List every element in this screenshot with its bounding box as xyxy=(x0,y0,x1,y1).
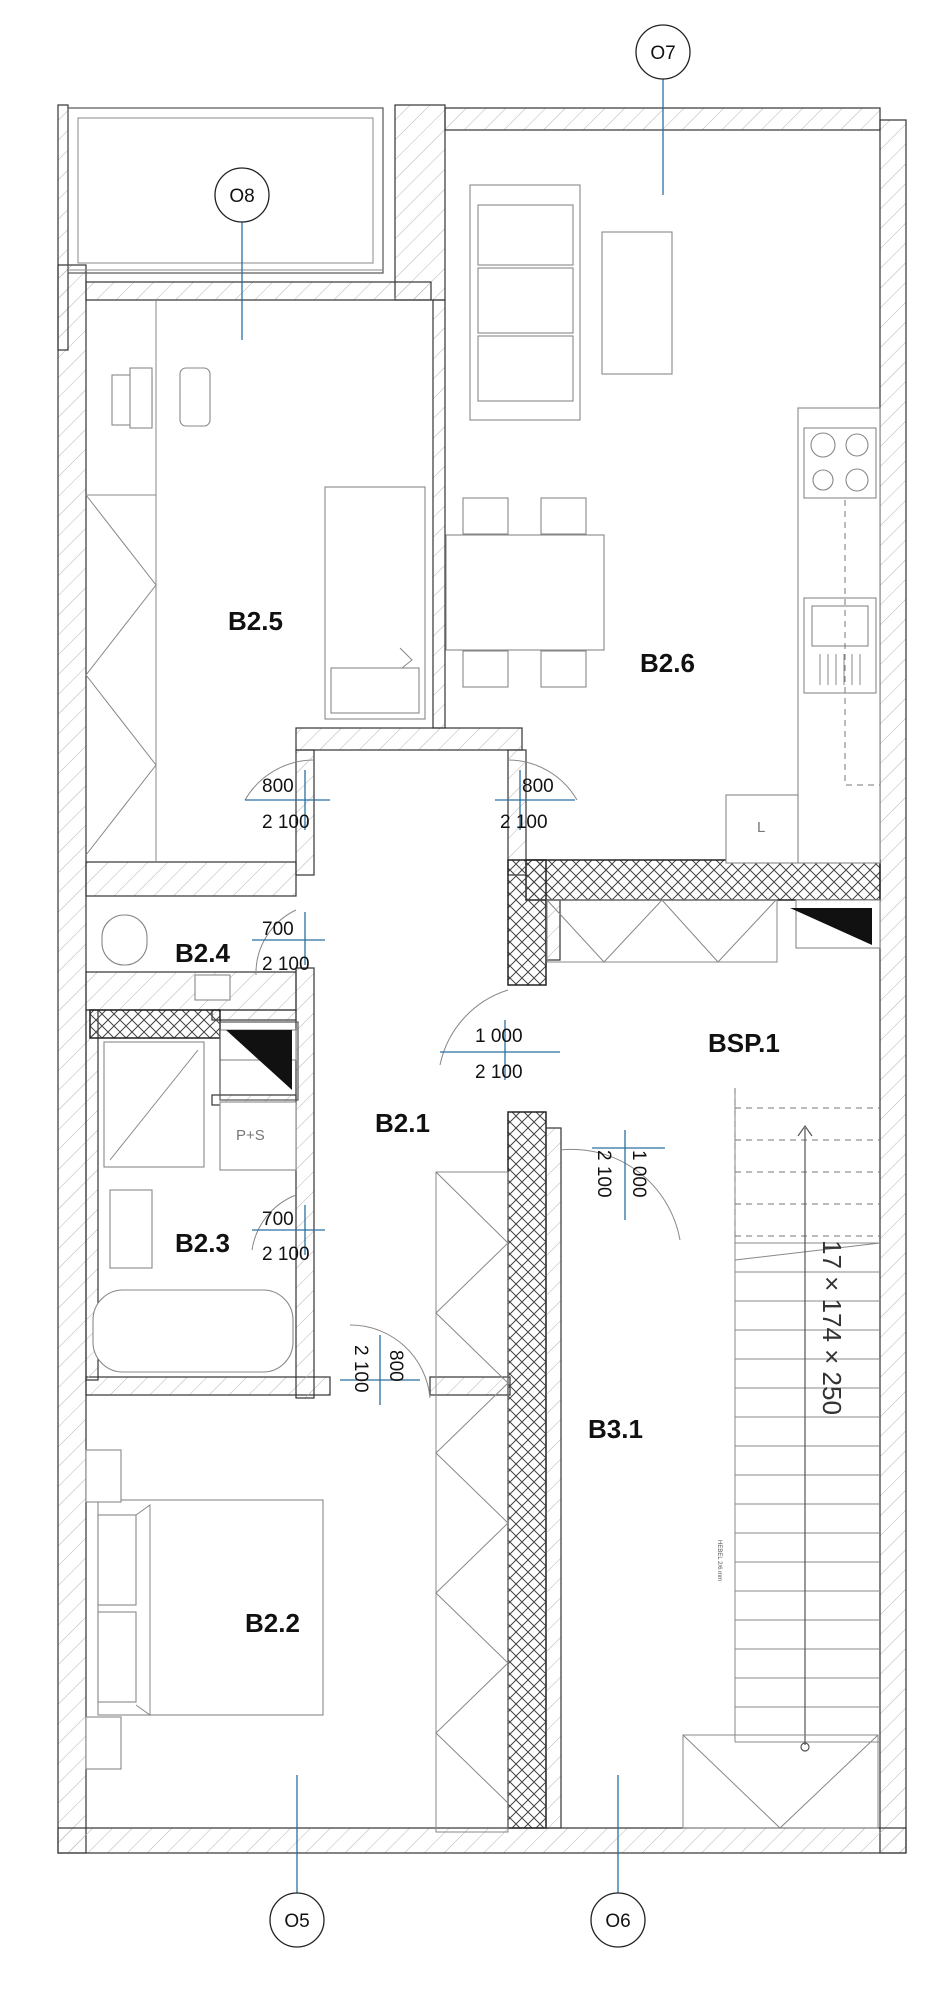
door-b2-3-height: 2 100 xyxy=(262,1244,310,1265)
door-stair-height: 2 100 xyxy=(593,1150,614,1198)
room-b2-2-furniture xyxy=(85,1449,324,1770)
door-swings xyxy=(244,759,681,1399)
hall-wardrobes xyxy=(435,1171,509,1833)
room-b2-5-furniture xyxy=(85,300,426,862)
tag-o8-label: O8 xyxy=(229,186,254,207)
room-b3-1-label: B3.1 xyxy=(588,1414,643,1444)
interior-walls xyxy=(85,299,881,1829)
room-b2-3-label: B2.3 xyxy=(175,1228,230,1258)
door-bsp-1-width: 1 000 xyxy=(475,1026,523,1047)
storage-bsp-1 xyxy=(546,899,778,963)
tag-o7-label: O7 xyxy=(650,43,675,64)
stair-note: HEBEL 2/6 mm xyxy=(716,1540,722,1581)
elevation-tag-o7: O7 xyxy=(635,24,691,195)
room-b2-1-label: B2.1 xyxy=(375,1108,430,1138)
room-b2-4-label: B2.4 xyxy=(175,938,230,968)
staircase-b3-1 xyxy=(682,1088,881,1829)
room-bsp-1-label: BSP.1 xyxy=(708,1028,780,1058)
elevation-tag-o6: O6 xyxy=(590,1775,646,1948)
door-b2-6-width: 800 xyxy=(522,776,554,797)
dimension-lines xyxy=(245,770,665,1405)
fridge-label: L xyxy=(757,819,765,836)
elevation-tag-o8: O8 xyxy=(214,167,270,340)
door-b2-2-width: 800 xyxy=(385,1350,406,1382)
door-b2-6-height: 2 100 xyxy=(500,812,548,833)
room-b2-6-furniture xyxy=(445,184,881,864)
shaft-label: P+S xyxy=(236,1127,265,1144)
door-b2-3-width: 700 xyxy=(262,1209,294,1230)
stair-spec: 17 × 174 × 250 xyxy=(817,1240,847,1415)
door-bsp-1-height: 2 100 xyxy=(475,1062,523,1083)
door-b2-2-height: 2 100 xyxy=(350,1345,371,1393)
room-b2-6-label: B2.6 xyxy=(640,648,695,678)
door-b2-4-width: 700 xyxy=(262,919,294,940)
tag-o6-label: O6 xyxy=(605,1911,630,1932)
room-b2-4-fixtures xyxy=(101,914,231,1001)
room-b2-3-fixtures xyxy=(92,899,881,1373)
door-b2-4-height: 2 100 xyxy=(262,954,310,975)
door-b2-5-height: 2 100 xyxy=(262,812,310,833)
room-b2-2-label: B2.2 xyxy=(245,1608,300,1638)
balcony xyxy=(67,107,384,274)
door-b2-5-width: 800 xyxy=(262,776,294,797)
door-stair-width: 1 000 xyxy=(628,1150,649,1198)
tag-o5-label: O5 xyxy=(284,1911,309,1932)
room-b2-5-label: B2.5 xyxy=(228,606,283,636)
elevation-tag-o5: O5 xyxy=(269,1775,325,1948)
